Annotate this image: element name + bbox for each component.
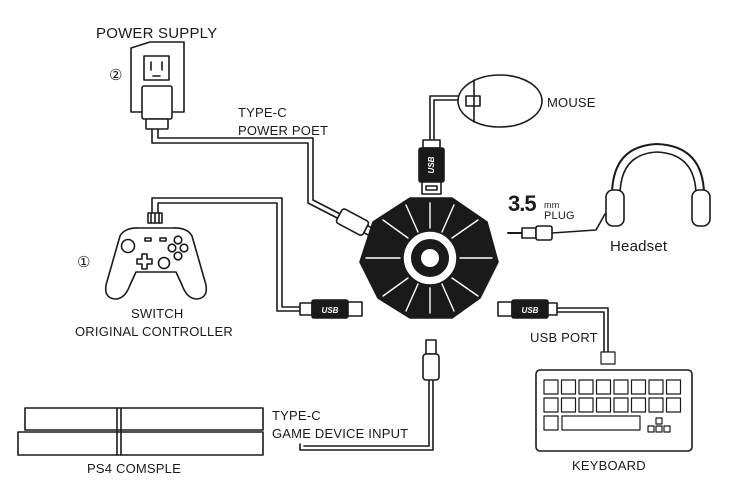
keyboard-key — [595, 379, 612, 395]
controller-usb-plug — [299, 299, 363, 319]
plug-word-label: PLUG — [544, 210, 575, 222]
game-input-connector — [422, 339, 440, 381]
power-step-number: ② — [109, 67, 123, 84]
keyboard-key — [560, 397, 577, 413]
headset-icon — [605, 143, 711, 227]
mouse-usb-logo: USB — [427, 156, 436, 173]
controller-icon — [104, 212, 208, 300]
keyboard-key — [613, 379, 629, 395]
plug-size-label: 3.5 — [508, 193, 537, 215]
type-c-game-label-1: TYPE-C — [272, 408, 321, 423]
mouse-cable — [429, 95, 461, 141]
keyboard-usb-plug — [497, 299, 558, 319]
controller-step-number: ① — [77, 254, 91, 271]
keyboard-key — [543, 415, 559, 431]
keyboard-key — [648, 379, 664, 395]
keyboard-key — [630, 397, 647, 413]
keyboard-key — [665, 397, 682, 413]
console-icon — [17, 407, 264, 456]
mouse-usb-plug — [418, 139, 445, 195]
keyboard-key — [655, 417, 663, 425]
hub-adapter — [359, 197, 499, 319]
keyboard-key — [595, 397, 612, 413]
controller-cable — [151, 197, 301, 308]
headset-cable — [551, 213, 606, 234]
headset-label: Headset — [610, 238, 668, 255]
mouse-icon — [457, 74, 543, 128]
console-label: PS4 COMSPLE — [87, 461, 181, 476]
keyboard-key — [560, 379, 577, 395]
usb-port-label: USB PORT — [530, 330, 598, 345]
keyboard-key — [665, 379, 682, 395]
keyboard-key — [543, 379, 559, 395]
keyboard-key — [613, 397, 629, 413]
keyboard-key — [561, 415, 641, 431]
power-adapter — [141, 85, 173, 130]
keyboard-cable — [554, 307, 609, 353]
keyboard-key — [655, 425, 663, 433]
keyboard-key — [578, 379, 594, 395]
keyboard-icon — [535, 351, 693, 452]
type-c-power-label-2: POWER POET — [238, 123, 329, 138]
keyboard-usb-logo: USB — [522, 306, 539, 315]
power-supply-label: POWER SUPPLY — [96, 25, 218, 42]
power-cable — [151, 125, 346, 223]
power-outlet — [130, 41, 185, 113]
keyboard-key — [543, 397, 559, 413]
keyboard-key — [648, 397, 664, 413]
keyboard-key — [647, 425, 655, 433]
controller-usb-logo: USB — [322, 306, 339, 315]
keyboard-key — [578, 397, 594, 413]
game-input-cable — [299, 379, 434, 451]
keyboard-label: KEYBOARD — [572, 458, 646, 473]
type-c-game-label-2: GAME DEVICE INPUT — [272, 426, 409, 441]
plug-unit-label: mm — [544, 200, 560, 210]
controller-label-2: ORIGINAL CONTROLLER — [75, 324, 233, 339]
audio-plug — [507, 225, 553, 241]
controller-label-1: SWITCH — [131, 306, 184, 321]
mouse-label: MOUSE — [547, 95, 596, 110]
keyboard-key — [630, 379, 647, 395]
plug-size: 3.5 — [508, 191, 537, 216]
keyboard-key — [663, 425, 671, 433]
type-c-power-label-1: TYPE-C — [238, 105, 287, 120]
